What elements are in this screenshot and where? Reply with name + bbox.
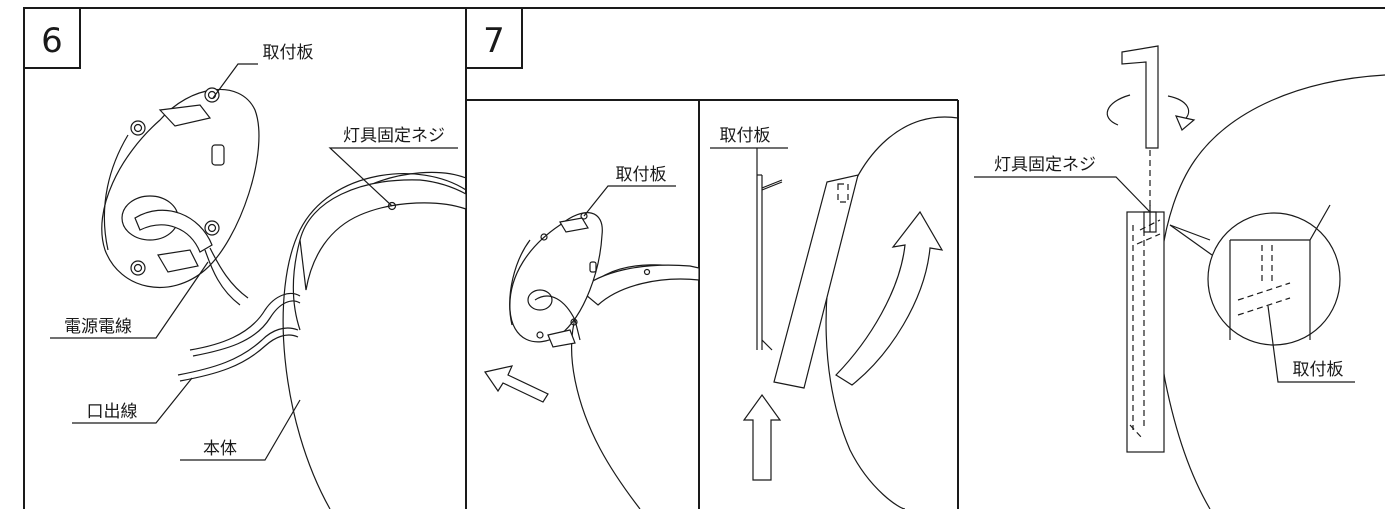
- panel-frames: [23, 7, 1385, 509]
- step7-right-label-mount-plate: 取付板: [1293, 360, 1344, 380]
- step7-left-illustration: [484, 185, 700, 509]
- step6-number: 6: [41, 21, 63, 61]
- step7-left-label-mount-plate: 取付板: [616, 165, 667, 185]
- fixing-screw-hole: [387, 201, 397, 211]
- fixture-collar-rotating: [773, 174, 859, 389]
- up-arrow-icon: [742, 393, 782, 481]
- step6-illustration: [50, 63, 467, 509]
- step7-right-illustration: [974, 45, 1385, 509]
- hex-key-icon: [1121, 45, 1159, 149]
- step6-label-mount-plate: 取付板: [263, 43, 314, 63]
- step6-label-fixing-screw: 灯具固定ネジ: [343, 126, 445, 146]
- fixture-collar-section: [1126, 211, 1165, 453]
- step7-right-label-fixing-screw: 灯具固定ネジ: [994, 155, 1096, 175]
- rotate-arrow-icon: [835, 210, 944, 386]
- detail-callout: [1207, 212, 1341, 346]
- step7-number: 7: [483, 21, 505, 61]
- step7-number-box: [465, 7, 523, 69]
- step6-label-body: 本体: [203, 439, 237, 459]
- fixture-body-outline: [282, 173, 467, 509]
- fixture-collar: [299, 179, 467, 291]
- slide-arrow-icon: [484, 365, 549, 403]
- step7-middle-label-mount-plate: 取付板: [720, 126, 771, 146]
- step6-number-box: [23, 7, 81, 69]
- step7-middle-illustration: [710, 116, 959, 509]
- step6-label-power-wire: 電源電線: [64, 317, 132, 337]
- step6-label-outlet-wire: 口出線: [87, 402, 138, 422]
